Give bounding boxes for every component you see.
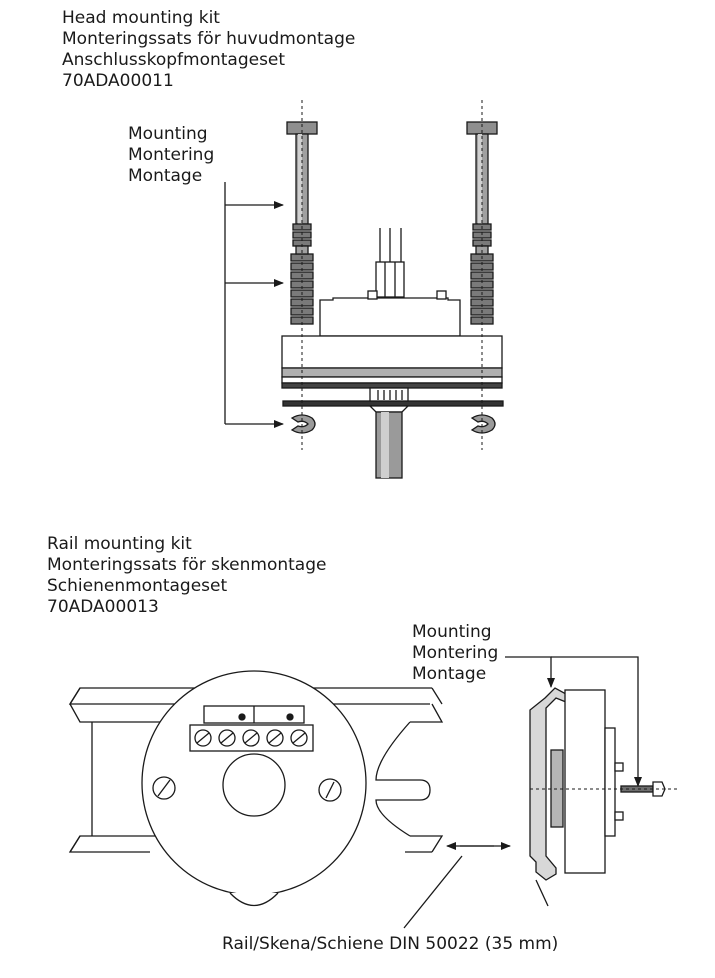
screw-axis-lines <box>301 100 483 450</box>
housing-side <box>564 689 606 874</box>
head-centre-hole <box>222 753 286 817</box>
head-mounting-label-de: Montage <box>128 166 203 186</box>
rail-mount-leaders <box>505 656 642 787</box>
insert-plate-dark <box>281 382 503 389</box>
measuring-insert-top <box>319 297 461 337</box>
rail-kit-title: Rail mounting kit Monteringssats för ske… <box>47 534 326 618</box>
rail-kit-title-sv: Monteringssats för skenmontage <box>47 555 327 575</box>
head-mount-drawing <box>224 100 504 479</box>
head-side-screw-right <box>318 778 342 802</box>
rail-mount-side <box>505 656 680 907</box>
head-mount-leaders <box>224 182 284 428</box>
rail-kit-part-number: 70ADA00013 <box>47 597 159 617</box>
terminal-screws <box>194 729 308 747</box>
head-mounting-label-sv: Montering <box>128 145 215 165</box>
insert-thread <box>369 387 409 402</box>
rail-mount-front <box>68 670 444 907</box>
sensor-wires <box>375 228 405 298</box>
rail-din-label: Rail/Skena/Schiene DIN 50022 (35 mm) <box>222 934 559 954</box>
rail-mounting-label-sv: Montering <box>412 643 499 663</box>
rail-kit-title-de: Schienenmontageset <box>47 576 228 596</box>
head-kit-title-sv: Monteringssats för huvudmontage <box>62 29 356 49</box>
left-circlip <box>290 414 316 434</box>
insert-plate-2 <box>281 376 503 384</box>
rail-mounting-label-de: Montage <box>412 664 487 684</box>
head-kit-title-en: Head mounting kit <box>62 8 220 28</box>
right-circlip <box>470 414 496 434</box>
head-side-screw-left <box>152 776 176 800</box>
insert-tab-right <box>436 290 447 300</box>
head-cable-entry <box>229 892 279 907</box>
rail-mounting-label: Mounting Montering Montage <box>412 622 498 685</box>
head-kit-title: Head mounting kit Monteringssats för huv… <box>62 8 355 92</box>
rail-width-arrow <box>403 842 511 929</box>
head-mounting-label: Mounting Montering Montage <box>128 124 214 187</box>
head-kit-title-de: Anschlusskopfmontageset <box>62 50 286 70</box>
insert-tab-left <box>367 290 378 300</box>
thread-lines <box>377 390 403 400</box>
measuring-insert-body <box>281 335 503 369</box>
rail-mounting-label-en: Mounting <box>412 622 492 642</box>
head-mounting-label-en: Mounting <box>128 124 208 144</box>
head-kit-part-number: 70ADA00011 <box>62 71 174 91</box>
protection-tube-neck <box>368 405 410 413</box>
housing-flange <box>604 727 616 837</box>
rail-kit-title-en: Rail mounting kit <box>47 534 192 554</box>
insert-plate <box>281 367 503 378</box>
washer-bar <box>282 400 504 407</box>
